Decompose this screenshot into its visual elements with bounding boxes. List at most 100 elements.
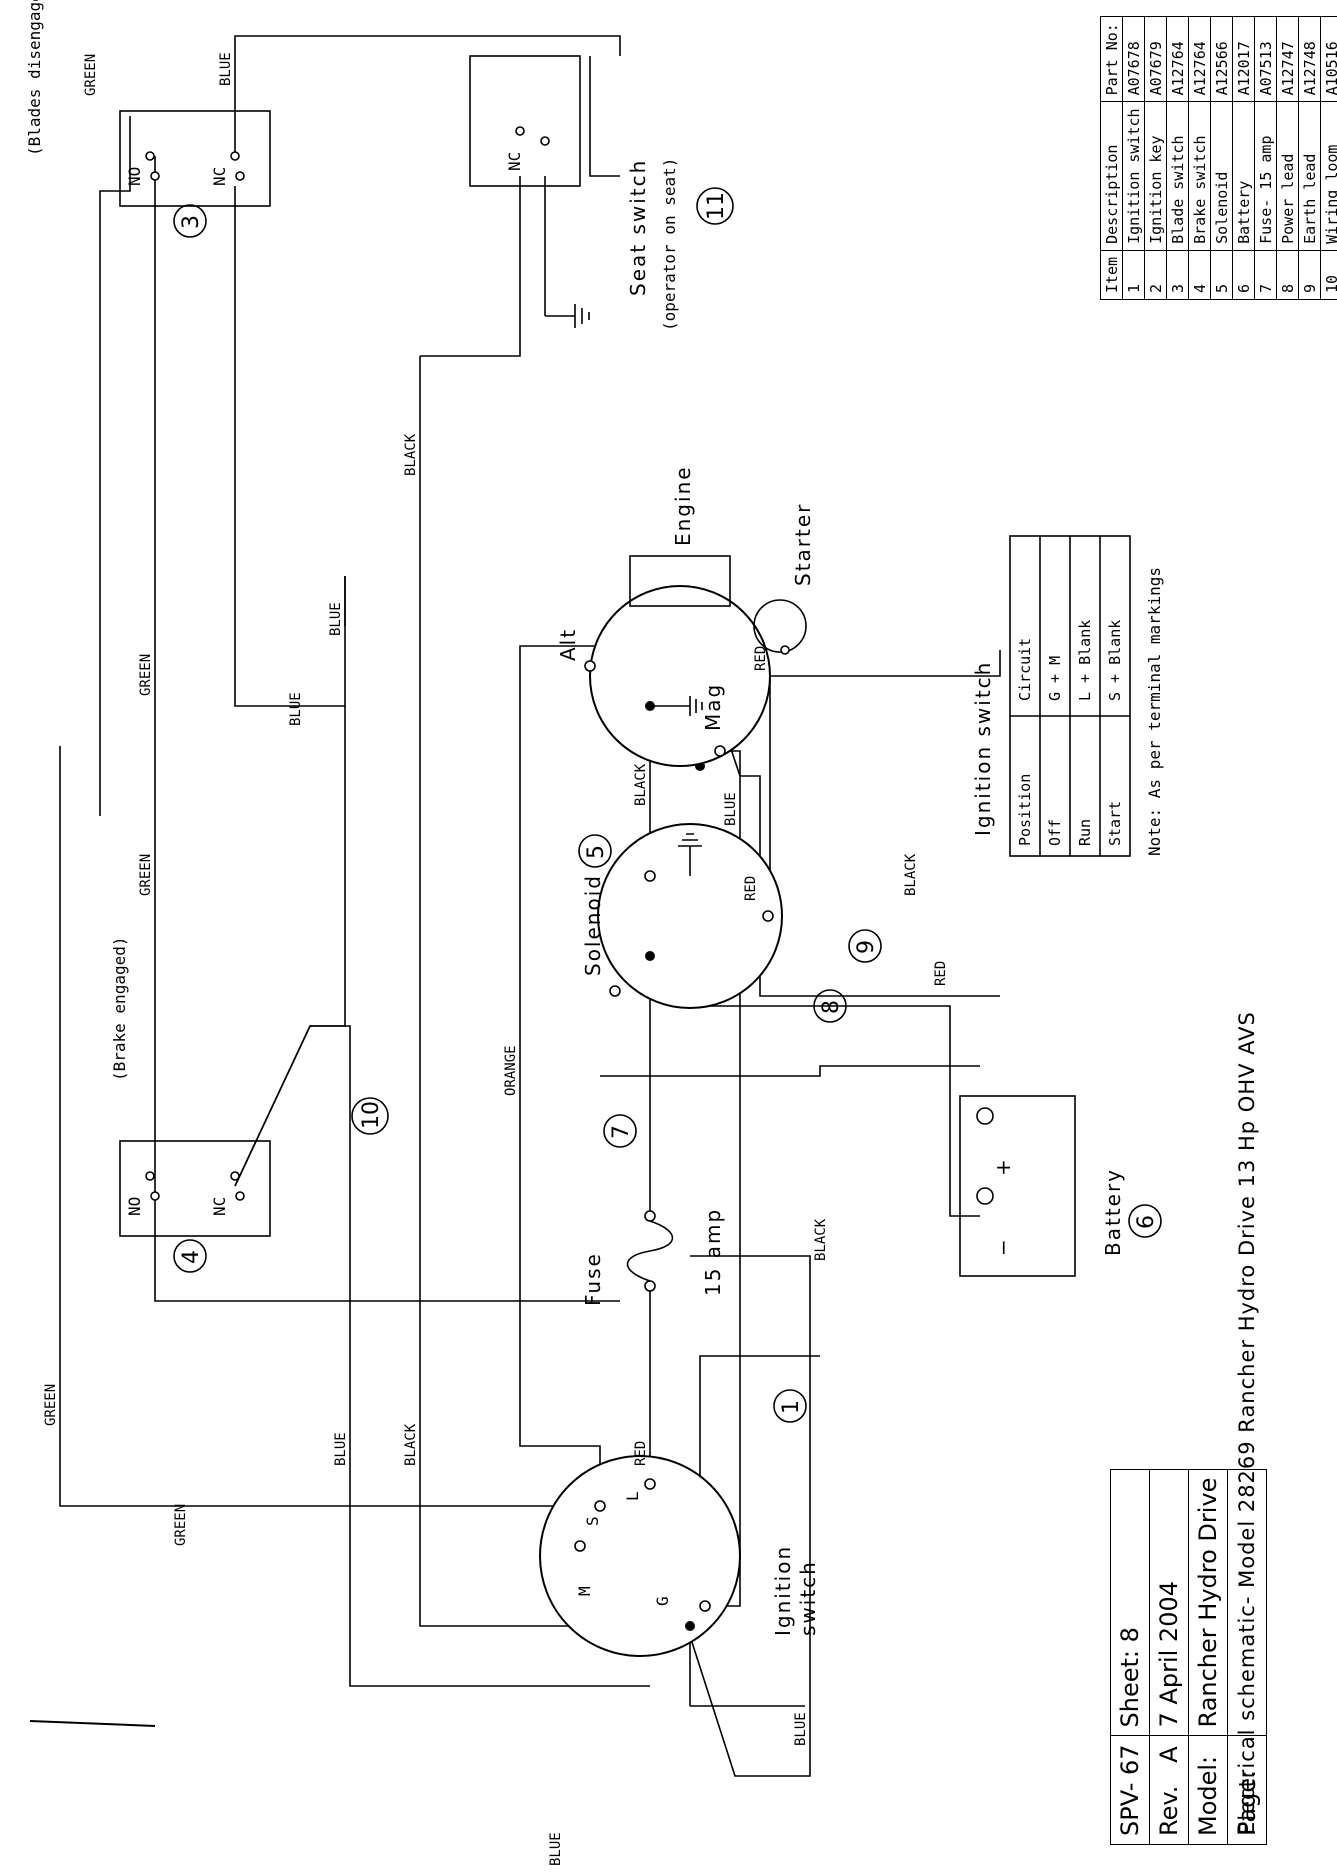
ign-table-row-1-circ: G + M (1046, 656, 1064, 701)
parts-header-item: Item (1100, 250, 1123, 300)
ignition-switch-body (539, 1455, 741, 1657)
parts-cell-part-no: A12017 (1232, 16, 1255, 102)
brake-switch: NO NC (Brake engaged) 4 (110, 937, 271, 1273)
ignition-table-note: Note: As per terminal markings (1145, 567, 1164, 856)
parts-cell-item: 8 (1276, 250, 1299, 300)
parts-cell-description: Blade switch (1166, 101, 1189, 251)
parts-cell-description: Brake switch (1188, 101, 1211, 251)
parts-cell-description: Fuse- 15 amp (1254, 101, 1277, 251)
wire-markers: 10 8 9 (351, 929, 882, 1135)
wire-blue-bottom (689, 1255, 811, 1777)
engine-alt-label: Alt (556, 628, 580, 661)
label-red-starter: RED (753, 646, 769, 671)
parts-cell-description: Wiring loom (1320, 101, 1337, 251)
parts-cell-part-no: A12748 (1298, 16, 1321, 102)
parts-cell-item: 3 (1166, 250, 1189, 300)
ign-table-row-2-pos: Run (1076, 819, 1094, 846)
wire-labels: GREEN BLUE GREEN BLUE BLUE BLACK GREEN B… (43, 52, 949, 1866)
parts-cell-item: 10 (1320, 250, 1337, 300)
engine: Alt Mag Engine Starter (556, 465, 815, 767)
battery-label: Battery (1101, 1168, 1125, 1256)
tb-spv: SPV- 67 (1110, 1735, 1150, 1845)
wire-blue-left (234, 1025, 650, 1687)
label-black-solenoid: BLACK (633, 763, 649, 806)
parts-cell-part-no: A07679 (1144, 16, 1167, 102)
item-3-marker: 3 (179, 215, 204, 229)
parts-cell-item: 4 (1188, 250, 1211, 300)
battery-minus: − (991, 1237, 1015, 1256)
item-4-marker: 4 (179, 1250, 204, 1264)
ignition-switch: S L M G Ignition switch 1 (539, 1389, 820, 1657)
label-black-seat: BLACK (403, 433, 419, 476)
battery: + − Battery 6 (959, 1095, 1162, 1277)
label-green-mid: GREEN (138, 654, 154, 696)
tb-sheet: Sheet: 8 (1110, 1469, 1150, 1736)
label-green-left: GREEN (43, 1384, 59, 1426)
label-blue-top: BLUE (218, 52, 234, 86)
item-7-marker: 7 (609, 1125, 634, 1139)
seat-switch-box (469, 55, 581, 187)
ign-table-row-3-pos: Start (1106, 801, 1124, 846)
label-blue-mid1: BLUE (288, 692, 304, 726)
wire-seat-right (589, 56, 620, 177)
engine-body (589, 585, 771, 767)
ign-table-header-circuit: Circuit (1016, 638, 1034, 701)
blade-switch-nc: NC (210, 167, 229, 186)
engine-label: Engine (671, 465, 695, 546)
label-green-top: GREEN (83, 54, 99, 96)
label-green-bottom: GREEN (138, 854, 154, 896)
wires (29, 35, 1001, 1777)
ignition-switch-label-1: Ignition (771, 1545, 795, 1636)
fuse-symbol (626, 1220, 674, 1282)
item-5-marker: 5 (584, 845, 609, 859)
parts-cell-description: Solenoid (1210, 101, 1233, 251)
wire-orange (519, 645, 601, 1546)
tb-date: 7 April 2004 (1149, 1469, 1189, 1736)
parts-cell-description: Earth lead (1298, 101, 1321, 251)
label-blue-mid2: BLUE (328, 602, 344, 636)
wire-black-left (419, 356, 590, 1627)
ign-table-row-1-pos: Off (1046, 819, 1064, 846)
parts-cell-part-no: A10516 (1320, 16, 1337, 102)
parts-cell-part-no: A12764 (1166, 16, 1189, 102)
blade-switch-state: (Blades disengaged) (25, 0, 44, 156)
parts-cell-description: Power lead (1276, 101, 1299, 251)
seat-switch-label: Seat switch (626, 159, 650, 296)
label-blue-bottom: BLUE (793, 1712, 809, 1746)
label-red-solenoid: RED (743, 876, 759, 901)
wire-green-left (59, 746, 610, 1507)
parts-cell-item: 6 (1232, 250, 1255, 300)
solenoid-label: Solenoid (581, 874, 605, 976)
seat-ground-icon (545, 304, 590, 328)
blade-switch-box (119, 110, 271, 207)
brake-switch-state: (Brake engaged) (110, 937, 129, 1082)
label-red-ign: RED (633, 1441, 649, 1466)
label-black-left: BLACK (403, 1423, 419, 1466)
wire-blue-loom (234, 706, 346, 1187)
wire-brake-no (29, 1720, 156, 1727)
tb-rev-val: A (1155, 1746, 1183, 1763)
ign-table-header-position: Position (1016, 774, 1034, 846)
parts-cell-item: 9 (1298, 250, 1321, 300)
ign-table-row-3-circ: S + Blank (1106, 620, 1124, 701)
label-black-battery: BLACK (813, 1218, 829, 1261)
blade-switch: NO NC (Blades disengaged) 3 (25, 0, 271, 238)
fuse: Fuse 15 amp 7 (581, 1114, 725, 1306)
ignition-switch-label-2: switch (796, 1560, 820, 1636)
seat-switch-nc: NC (505, 152, 524, 171)
parts-cell-part-no: A12764 (1188, 16, 1211, 102)
tb-rev-label: Rev. (1155, 1785, 1183, 1836)
item-1-marker: 1 (779, 1400, 804, 1414)
